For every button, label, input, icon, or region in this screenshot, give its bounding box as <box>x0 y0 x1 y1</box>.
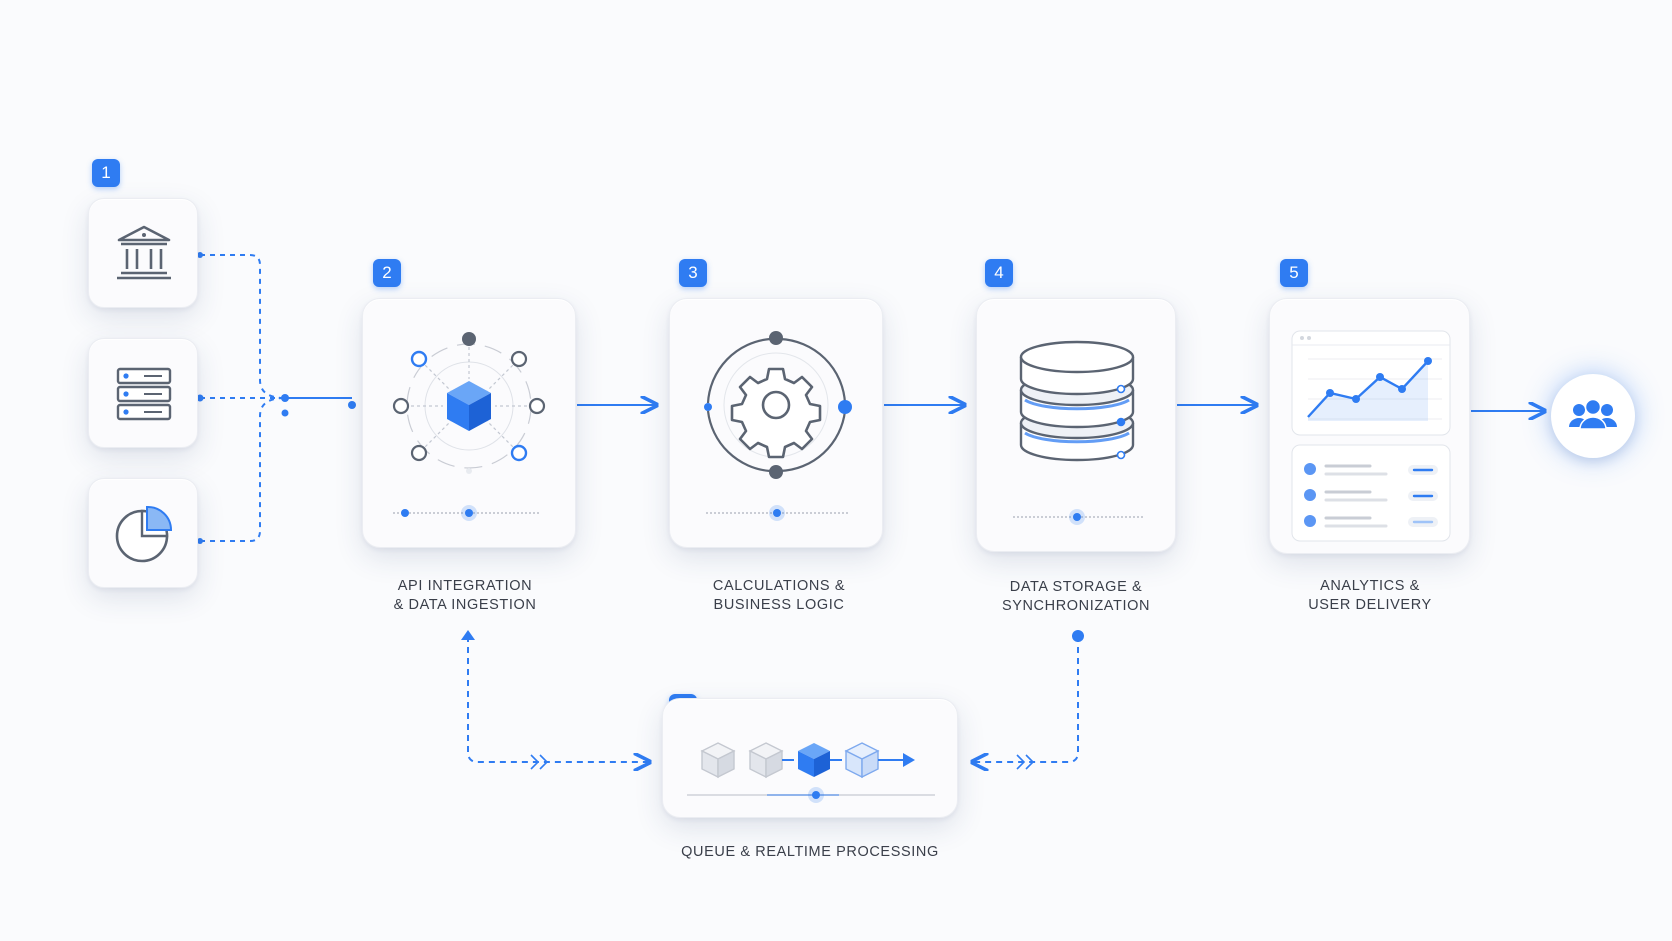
queue-card[interactable] <box>662 698 958 818</box>
chevron-left <box>530 754 549 770</box>
source-dot-3 <box>197 538 203 544</box>
queue-cubes-icon <box>687 742 935 803</box>
merge-dot-3 <box>196 394 204 402</box>
analytics-dashboard-icon <box>1291 330 1451 542</box>
queue-link-left <box>467 636 648 762</box>
users-output[interactable] <box>1551 374 1635 458</box>
source-connector-bank <box>200 254 286 399</box>
queue-link-right <box>974 636 1079 762</box>
badge-stage-5: 5 <box>1280 259 1308 287</box>
database-icon <box>1013 340 1143 525</box>
merge-dot-4 <box>348 401 356 409</box>
stage-card-calculations[interactable] <box>669 298 883 548</box>
chevron-right <box>1016 754 1035 770</box>
source-card-bank[interactable] <box>88 198 198 308</box>
pie-chart-icon <box>115 505 173 563</box>
merge-dot-1 <box>281 394 289 402</box>
source-card-server[interactable] <box>88 338 198 448</box>
stage-label-calculations: CALCULATIONS & BUSINESS LOGIC <box>712 578 846 613</box>
badge-stage-2: 2 <box>373 259 401 287</box>
bank-icon <box>117 225 171 280</box>
stage-card-analytics[interactable] <box>1269 298 1470 554</box>
stage-label-data-storage: DATA STORAGE & SYNCHRONIZATION <box>1001 579 1151 614</box>
badge-stage-4: 4 <box>985 259 1013 287</box>
source-dot-1 <box>197 252 203 258</box>
storage-dot <box>1072 630 1084 642</box>
stage-label-api-integration: API INTEGRATION & DATA INGESTION <box>393 578 537 613</box>
stage-label-analytics: ANALYTICS & USER DELIVERY <box>1308 578 1432 613</box>
source-card-chart[interactable] <box>88 478 198 588</box>
merge-dot-2 <box>281 409 289 417</box>
server-icon <box>116 367 172 421</box>
stage-card-api-integration[interactable] <box>362 298 576 548</box>
gear-icon <box>704 331 852 521</box>
badge-stage-1: 1 <box>92 159 120 187</box>
badge-stage-3: 3 <box>679 259 707 287</box>
stage-card-data-storage[interactable] <box>976 298 1176 552</box>
api-network-icon <box>392 332 546 521</box>
arrowhead-up-stage2 <box>461 630 475 640</box>
queue-label: QUEUE & REALTIME PROCESSING <box>681 844 939 860</box>
source-connector-chart <box>200 397 286 542</box>
users-icon <box>1569 398 1617 430</box>
